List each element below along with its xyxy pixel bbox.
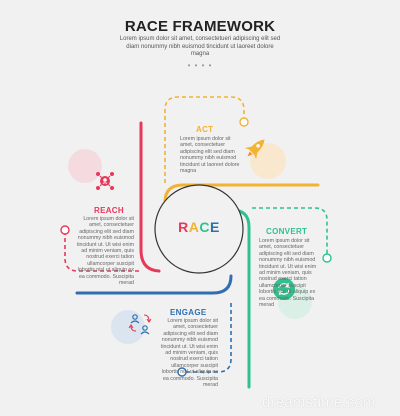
bg-circle-reach — [68, 149, 102, 183]
center-letter-e: E — [210, 219, 220, 235]
center-letter-r: R — [178, 219, 189, 235]
act-connector-dashed — [164, 96, 245, 183]
watermark: dreamstime.com — [262, 394, 376, 411]
reach-endpoint — [60, 225, 70, 235]
center-ring — [154, 184, 244, 274]
network-target-icon — [96, 172, 114, 190]
convert-endpoint — [322, 253, 332, 263]
act-description: Lorem ipsum dolor sit amet, consectetuer… — [180, 136, 240, 175]
reach-connector-dashed — [64, 234, 139, 272]
people-exchange-icon — [128, 314, 152, 335]
engage-heading: ENGAGE — [170, 308, 207, 317]
convert-description: Lorem ipsum dolor sit amet, consectetuer… — [259, 238, 317, 309]
engage-endpoint — [177, 367, 187, 377]
page-title: RACE FRAMEWORK — [124, 18, 276, 35]
center-race-label: RACE — [162, 219, 236, 235]
act-endpoint — [239, 117, 249, 127]
engage-arm — [75, 274, 233, 295]
engage-description: Lorem ipsum dolor sit amet, consectetuer… — [160, 318, 218, 389]
act-arm — [163, 183, 320, 204]
reach-heading: REACH — [94, 206, 124, 215]
refresh-cycle-icon — [273, 278, 295, 300]
reach-description: Lorem ipsum dolor sit amet, consectetuer… — [76, 216, 134, 287]
rocket-icon — [244, 139, 265, 160]
act-heading: ACT — [196, 125, 214, 134]
convert-connector-dashed — [252, 207, 328, 254]
title-dots: • • • • — [187, 61, 213, 70]
center-letter-a: A — [188, 219, 200, 235]
engage-connector-dashed — [186, 303, 232, 373]
center-letter-c: C — [199, 219, 211, 235]
page-subtitle: Lorem ipsum dolor sit amet, consectetuer… — [119, 36, 281, 58]
bg-circle-engage — [111, 310, 145, 344]
convert-heading: CONVERT — [266, 227, 308, 236]
bg-circle-act — [250, 143, 286, 179]
reach-arm — [139, 121, 161, 273]
